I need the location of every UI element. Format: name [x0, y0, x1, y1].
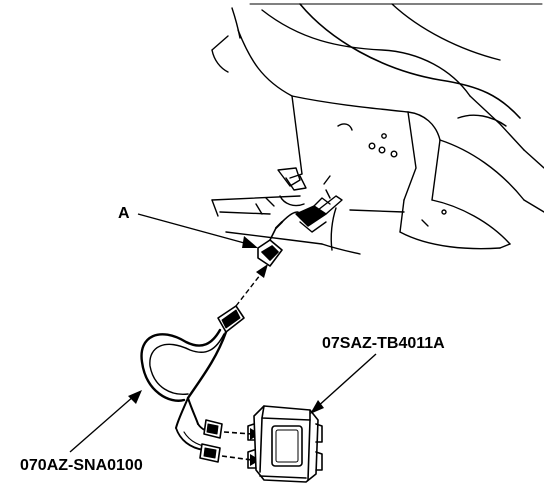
connector-a [257, 211, 299, 267]
label-connector-a: A [118, 205, 130, 222]
vehicle-under-dash-structure [211, 3, 544, 255]
callout-tester-box: 07SAZ-TB4011A [310, 335, 445, 414]
label-adapter-harness: 070AZ-SNA0100 [20, 457, 143, 474]
callout-connector-a: A [118, 205, 258, 248]
callout-adapter-harness: 070AZ-SNA0100 [20, 390, 143, 474]
label-tester-box: 07SAZ-TB4011A [322, 335, 445, 352]
insertion-arrow [235, 264, 268, 307]
tester-box [247, 405, 323, 483]
adapter-harness [140, 305, 245, 463]
vehicle-connector-pair [295, 175, 343, 233]
